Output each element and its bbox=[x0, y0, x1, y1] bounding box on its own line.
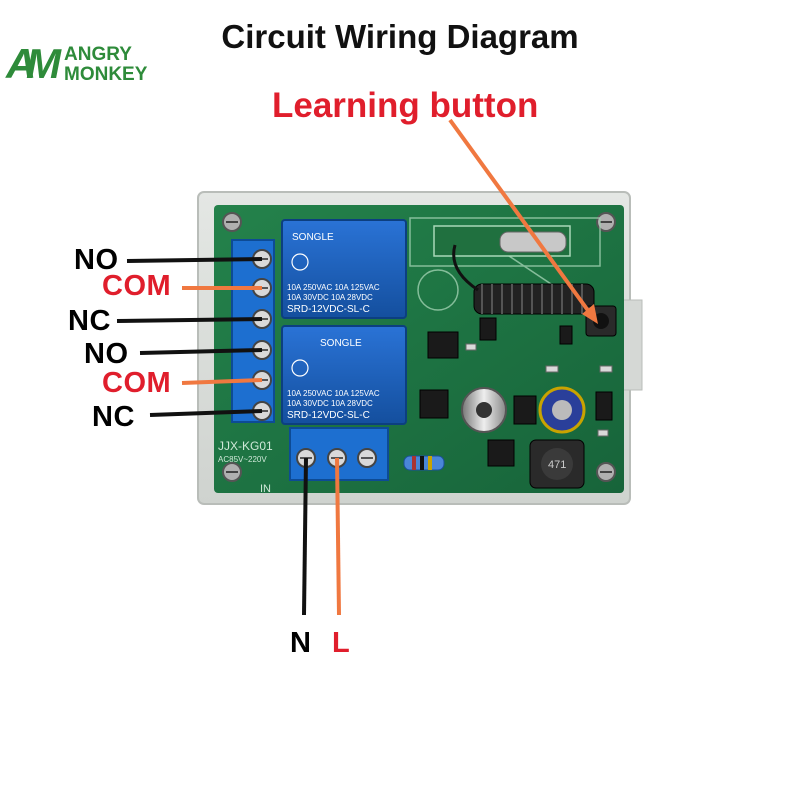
page-title: Circuit Wiring Diagram bbox=[221, 18, 579, 55]
terminal-label-no-1: NO bbox=[74, 244, 119, 276]
power-label-n: N bbox=[290, 627, 312, 659]
power-label-l: L bbox=[332, 627, 351, 659]
terminal-label-nc-2: NC bbox=[92, 401, 135, 433]
learning-button-callout: Learning button bbox=[272, 86, 539, 125]
relay-2-rating-2: 10A 30VDC 10A 28VDC bbox=[287, 399, 373, 408]
capacitor-2 bbox=[538, 386, 586, 434]
board-model-label: JJX-KG01 bbox=[218, 439, 273, 453]
terminal-label-no-2: NO bbox=[84, 338, 129, 370]
relay-wires bbox=[116, 257, 263, 417]
relay-terminal-block bbox=[231, 239, 275, 423]
power-wires bbox=[302, 457, 341, 616]
terminal-label-com-1: COM bbox=[102, 270, 172, 302]
inductor: 471 bbox=[529, 439, 585, 489]
relay-1: SONGLE 10A 250VAC 10A 125VAC 10A 30VDC 1… bbox=[281, 219, 407, 319]
relay-1-rating-1: 10A 250VAC 10A 125VAC bbox=[287, 283, 380, 292]
antenna-coil bbox=[452, 244, 595, 315]
relay-1-model: SRD-12VDC-SL-C bbox=[287, 304, 370, 315]
svg-text:A: A bbox=[5, 40, 36, 87]
relay-2-model: SRD-12VDC-SL-C bbox=[287, 410, 370, 421]
board-voltage-label: AC85V~220V bbox=[218, 455, 267, 464]
terminal-label-nc-1: NC bbox=[68, 305, 111, 337]
relay-1-rating-2: 10A 30VDC 10A 28VDC bbox=[287, 293, 373, 302]
logo-line2: MONKEY bbox=[64, 64, 148, 85]
logo-line1: ANGRY bbox=[64, 44, 132, 65]
relay-2-brand: SONGLE bbox=[320, 338, 362, 349]
smd-components bbox=[419, 317, 613, 467]
smd-small bbox=[465, 343, 613, 437]
input-label: IN bbox=[260, 483, 271, 495]
resistor bbox=[403, 455, 445, 471]
capacitor-1 bbox=[461, 387, 507, 433]
learning-button-arrow bbox=[448, 118, 598, 324]
relay-2-rating-1: 10A 250VAC 10A 125VAC bbox=[287, 389, 380, 398]
brand-logo: A M ANGRY MONKEY bbox=[5, 40, 148, 87]
inductor-label: 471 bbox=[548, 459, 566, 471]
terminal-label-com-2: COM bbox=[102, 367, 172, 399]
relay-2: SONGLE 10A 250VAC 10A 125VAC 10A 30VDC 1… bbox=[281, 325, 407, 425]
svg-text:M: M bbox=[26, 40, 62, 87]
relay-1-brand: SONGLE bbox=[292, 232, 334, 243]
